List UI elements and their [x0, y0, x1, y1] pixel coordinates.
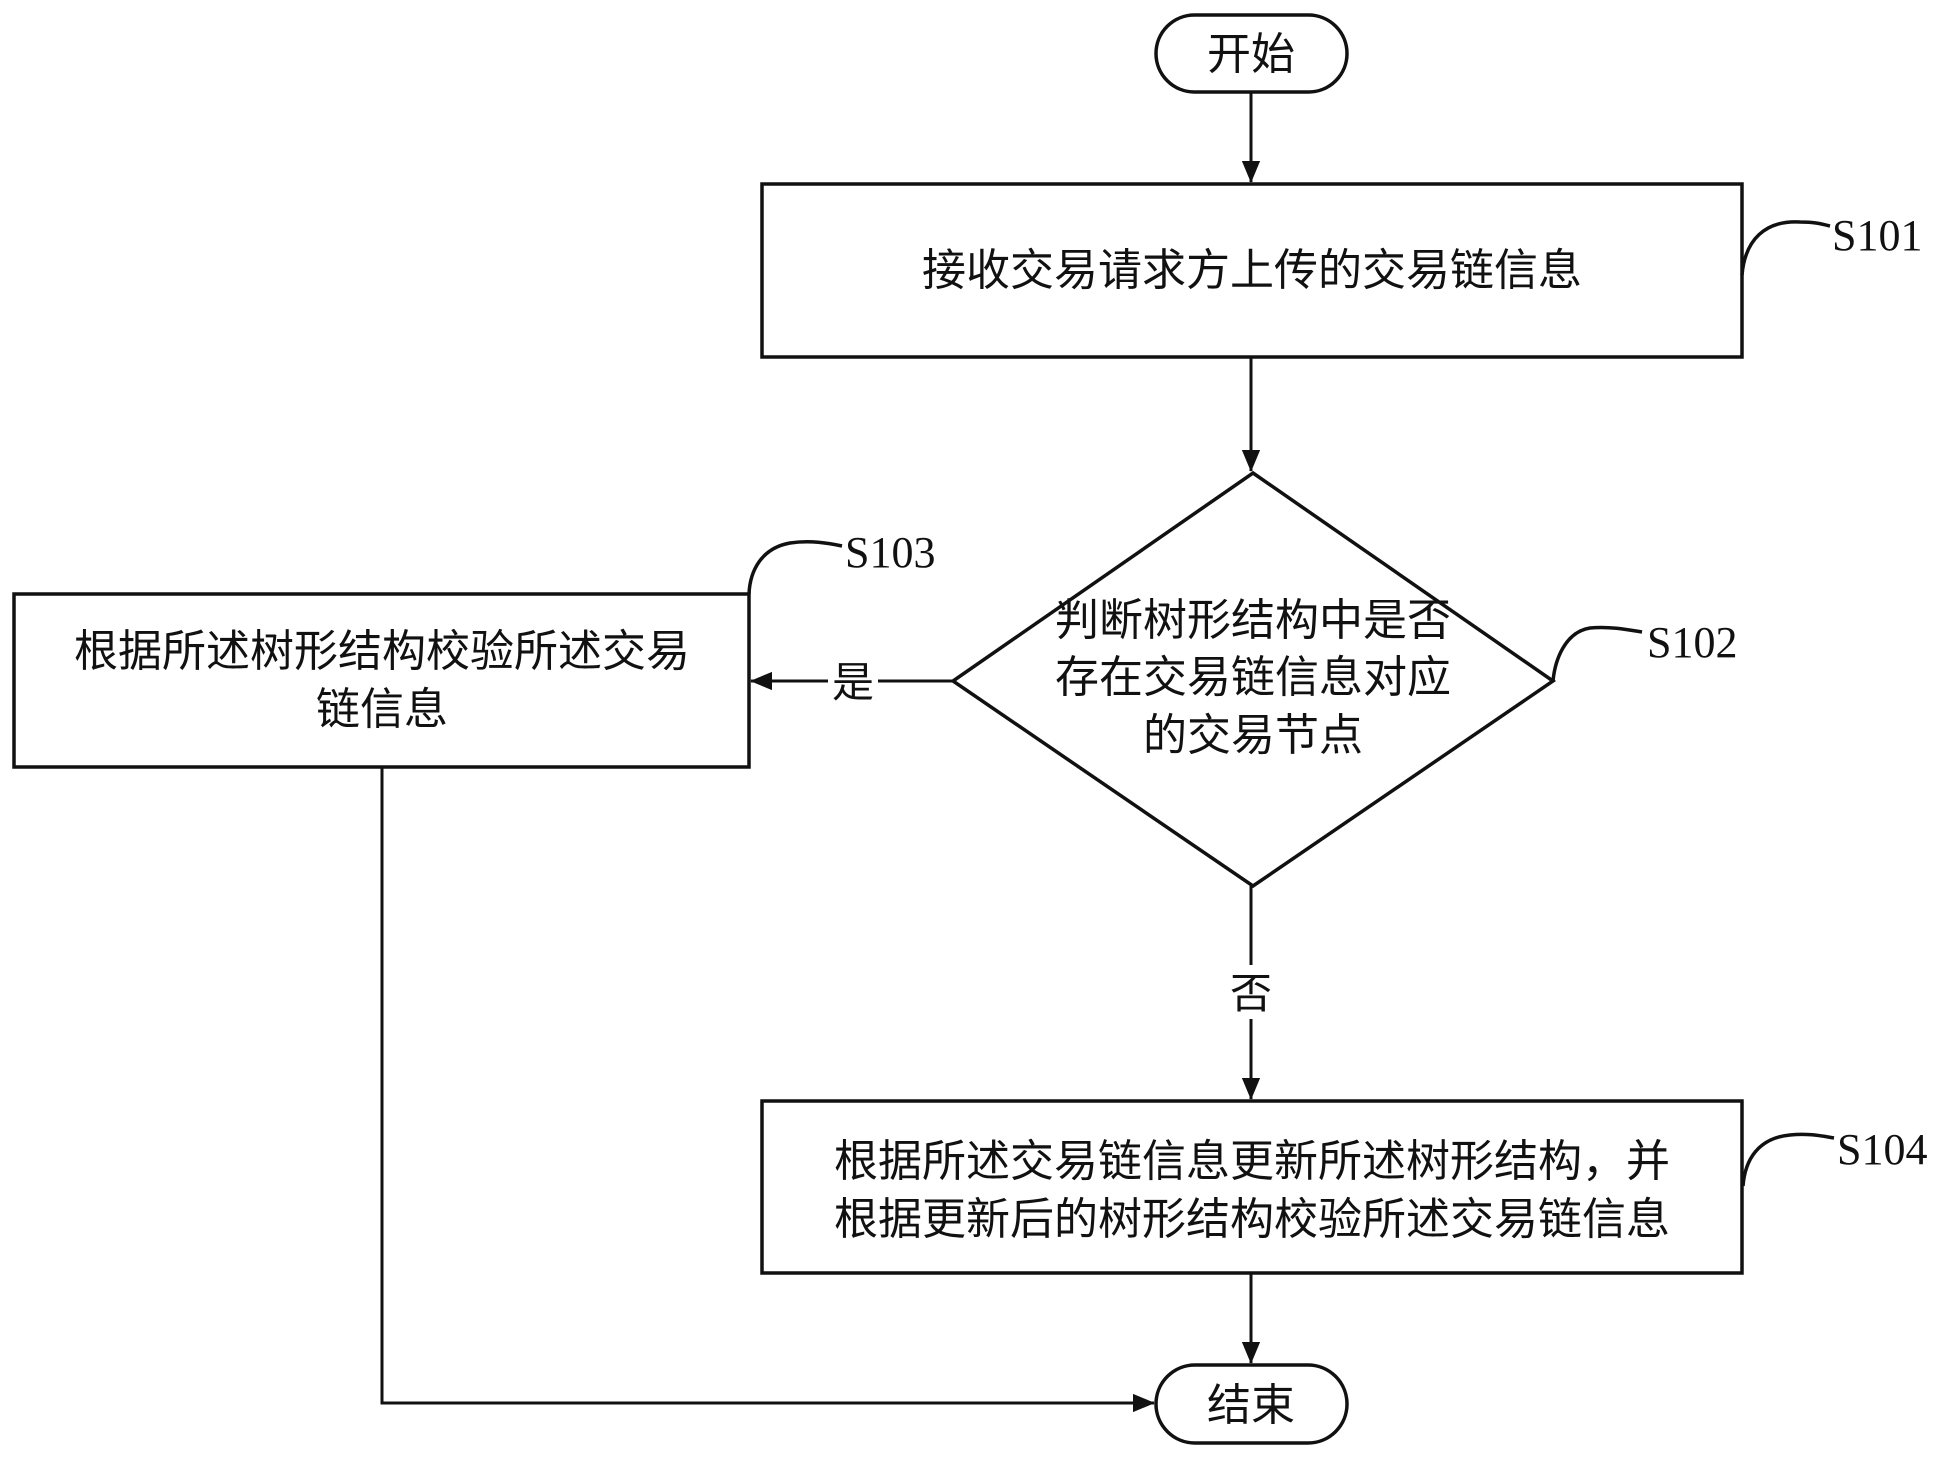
step-label-s102: S102 [1647, 618, 1737, 667]
decision-text-s102-line3: 的交易节点 [1143, 710, 1363, 761]
end-terminal [1154, 1363, 1349, 1445]
start-terminal [1154, 13, 1349, 94]
step-label-s101: S101 [1832, 211, 1922, 260]
step-label-s103: S103 [845, 528, 935, 577]
end-terminal-text: 结束 [1207, 1380, 1295, 1431]
process-box-s103 [12, 592, 751, 769]
start-terminal-text: 开始 [1207, 29, 1295, 80]
step-label-s104: S104 [1837, 1125, 1927, 1174]
decision-text-s102-line2: 存在交易链信息对应 [1055, 652, 1451, 703]
process-text-s103-line2: 链信息 [316, 684, 448, 735]
edge-label-yes: 是 [832, 658, 874, 707]
process-text-s104-line2: 根据更新后的树形结构校验所述交易链信息 [834, 1194, 1670, 1245]
decision-diamond-s102 [949, 470, 1557, 889]
process-text-s104-line1: 根据所述交易链信息更新所述树形结构，并 [834, 1136, 1670, 1187]
leader-s104 [1741, 1132, 1835, 1187]
edge-s103-to-end [380, 767, 1155, 1413]
process-text-s103-line1: 根据所述树形结构校验所述交易 [74, 626, 690, 677]
process-box-s104 [760, 1099, 1744, 1275]
leader-s103 [747, 540, 843, 595]
edge-label-no: 否 [1230, 969, 1272, 1018]
process-text-s101: 接收交易请求方上传的交易链信息 [922, 245, 1582, 296]
leader-s102 [1551, 625, 1643, 682]
decision-text-s102-line1: 判断树形结构中是否 [1055, 595, 1451, 646]
leader-s101 [1740, 220, 1831, 276]
